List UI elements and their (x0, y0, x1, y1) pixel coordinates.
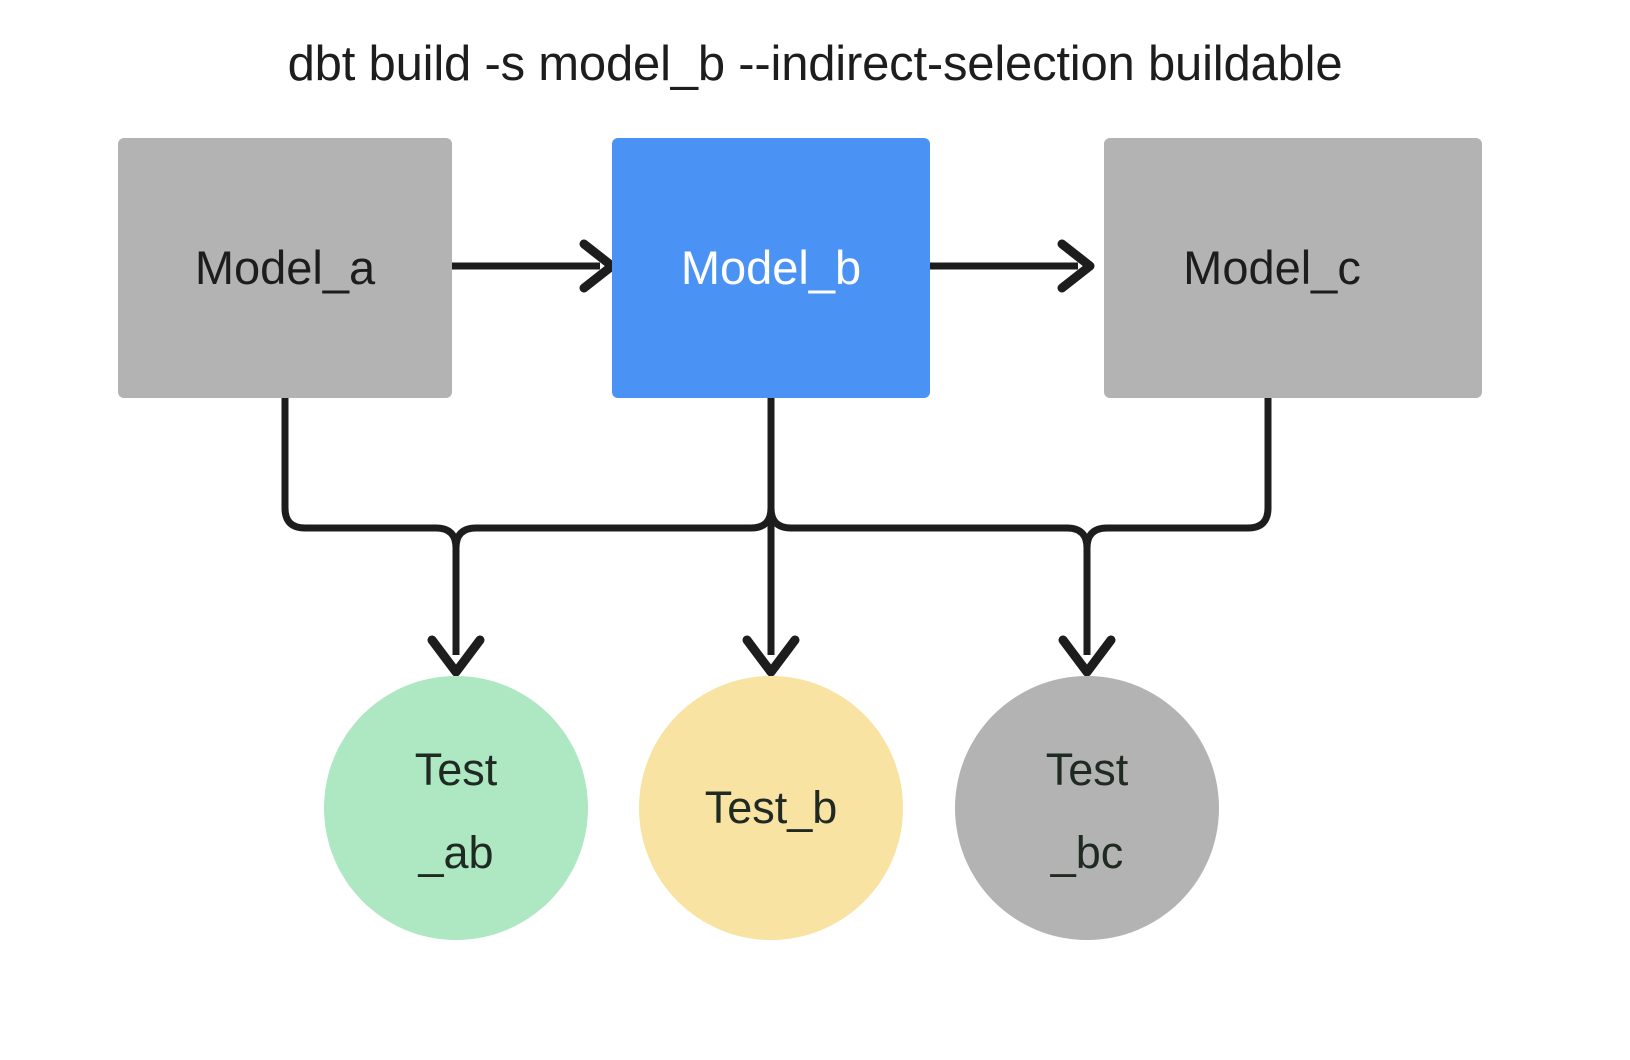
model-b-label: Model_b (681, 241, 861, 294)
model-node-model-a[interactable]: Model_a (118, 138, 452, 398)
diagram-title: dbt build -s model_b --indirect-selectio… (288, 37, 1343, 91)
test-bc-label-line2: _bc (1050, 827, 1124, 878)
model-node-model-c[interactable]: Model_c (1104, 138, 1482, 398)
test-node-test-bc[interactable]: Test _bc (955, 676, 1219, 940)
test-ab-circle[interactable] (324, 676, 588, 940)
model-a-label: Model_a (195, 241, 376, 294)
model-b-box[interactable] (612, 138, 930, 398)
test-ab-label-line2: _ab (417, 827, 493, 878)
edge-model-a-to-model-b (452, 239, 617, 293)
test-b-circle[interactable] (639, 676, 903, 940)
model-c-box[interactable] (1104, 138, 1482, 398)
edge-model-c-to-test-bc (1083, 398, 1272, 549)
edge-model-a-to-test-ab (281, 398, 485, 677)
test-bc-label-line1: Test (1046, 744, 1129, 795)
edge-model-b-to-model-c (930, 239, 1095, 293)
edge-layer (281, 239, 1272, 677)
test-ab-label-line1: Test (415, 744, 498, 795)
test-node-test-ab[interactable]: Test _ab (324, 676, 588, 940)
model-a-box[interactable] (118, 138, 452, 398)
test-node-test-b[interactable]: Test_b (639, 676, 903, 940)
test-bc-circle[interactable] (955, 676, 1219, 940)
test-b-label: Test_b (705, 782, 838, 833)
edge-model-b-to-test-ab (452, 398, 775, 549)
edge-model-b-to-test-bc (767, 398, 1116, 677)
model-node-model-b[interactable]: Model_b (612, 138, 930, 398)
model-c-label: Model_c (1183, 241, 1361, 294)
